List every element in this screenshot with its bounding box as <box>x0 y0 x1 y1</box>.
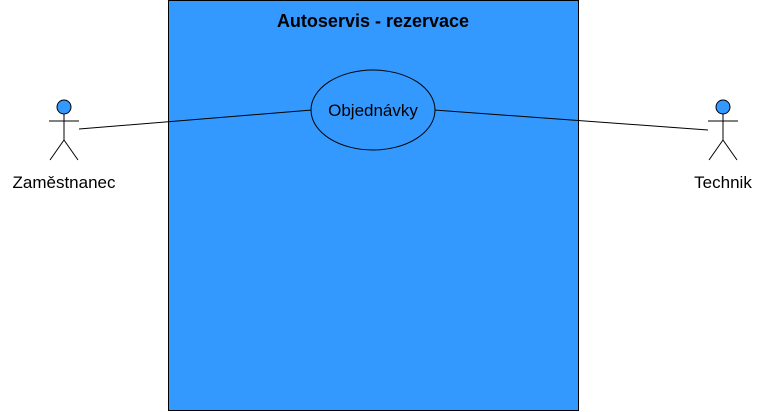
actor-zamestnanec[interactable]: Zaměstnanec <box>13 99 116 192</box>
stick-figure-icon <box>708 99 738 161</box>
actor-label: Technik <box>694 173 752 192</box>
stick-figure-icon <box>49 99 79 161</box>
usecase-label: Objednávky <box>328 101 418 120</box>
system-boundary[interactable] <box>168 0 579 411</box>
actor-technik[interactable]: Technik <box>694 99 752 192</box>
association-zamestnanec-objednavky[interactable] <box>78 109 313 130</box>
usecase-ellipse[interactable] <box>310 69 436 151</box>
system-title: Autoservis - rezervace <box>277 11 469 31</box>
usecase-objednavky[interactable]: Objednávky <box>310 69 436 151</box>
association-technik-objednavky[interactable] <box>433 109 709 131</box>
actor-label: Zaměstnanec <box>13 173 116 192</box>
